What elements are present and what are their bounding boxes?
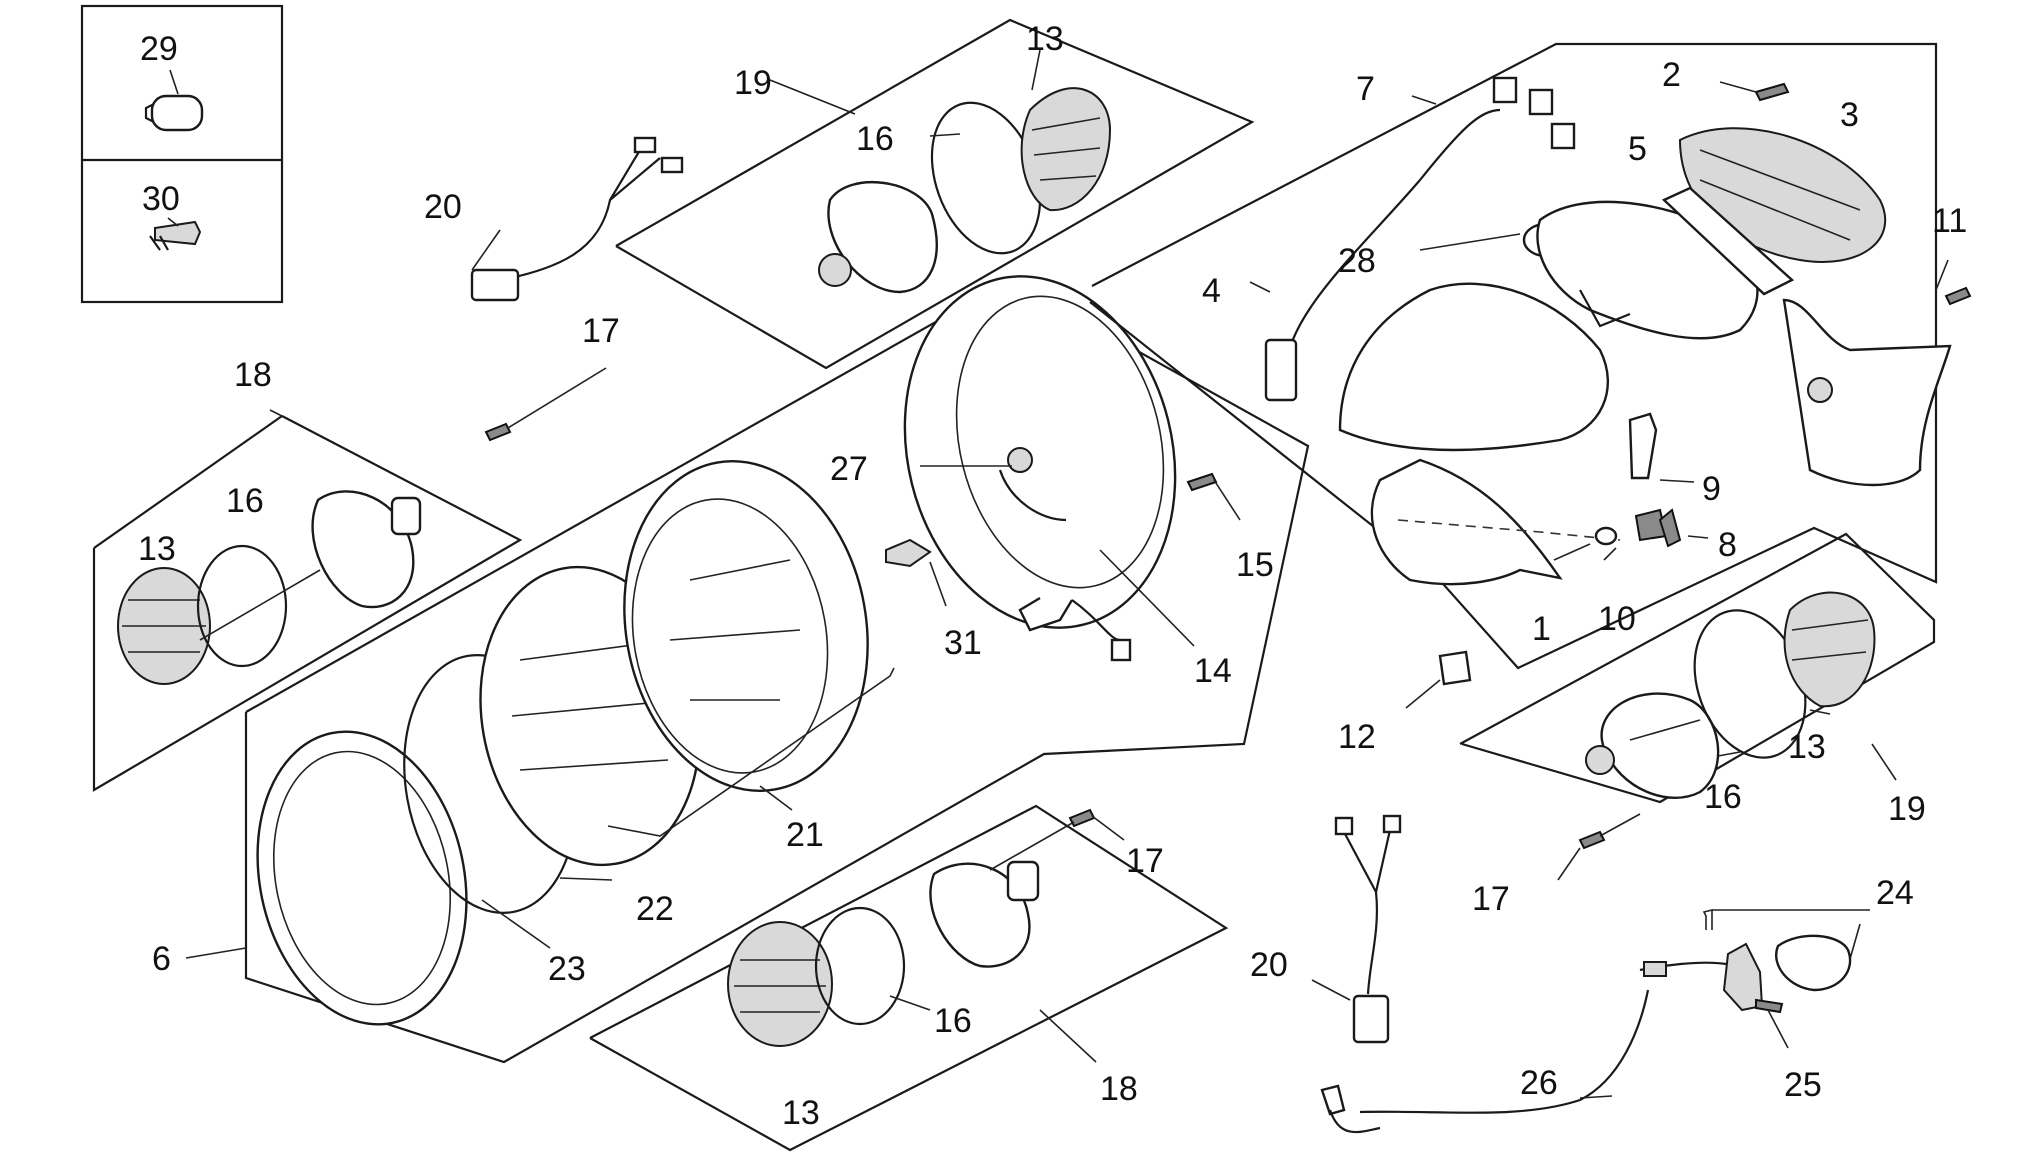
connector-plug-icon [1264,338,1298,402]
screw-icon [1068,808,1096,828]
callout-28: 28 [1338,242,1376,280]
callout-11: 11 [1932,202,1967,240]
rear-indicator-group-upper [470,18,1255,370]
indicator-housing-icon [929,862,1031,968]
connector-plug-icon [1352,994,1390,1044]
callout-31: 31 [944,624,982,662]
callout-16: 16 [934,1002,972,1040]
callout-16: 16 [226,482,264,520]
callout-12: 12 [1338,718,1376,756]
callout-13: 13 [1788,728,1826,766]
headlamp-reflector-icon [623,459,869,793]
callout-17: 17 [1472,880,1510,918]
callout-22: 22 [636,890,674,928]
callout-10: 10 [1598,600,1636,638]
indicator-lens-icon [727,921,833,1047]
callout-30: 30 [142,180,180,218]
callout-17: 17 [1126,842,1164,880]
callout-6: 6 [152,940,171,978]
washer-icon [1594,526,1618,546]
callout-1: 1 [1532,610,1551,648]
mount-bracket-icon [1782,298,1952,487]
callout-29: 29 [140,30,178,68]
license-light-icon [1775,934,1852,992]
halogen-bulb-icon [885,538,932,568]
callout-21: 21 [786,816,824,854]
screw-icon [1755,998,1784,1014]
headlamp-bezel-icon [256,730,468,1026]
screw-icon [1578,830,1606,850]
seal-ring-icon [814,906,906,1026]
headlamp-shell-icon [903,275,1177,629]
front-indicator-group-left [92,367,607,792]
callout-15: 15 [1236,546,1274,584]
callout-5: 5 [1628,130,1647,168]
rear-indicator-group-right [1459,532,1936,881]
bulb-30-icon [154,220,202,246]
bulb-29-icon [150,94,204,132]
connector-plug-icon [470,268,520,302]
callout-16: 16 [1704,778,1742,816]
grommet-icon [1438,650,1472,686]
screw-icon [484,422,512,442]
tail-light-assembly [1089,42,1972,709]
callout-9: 9 [1702,470,1721,508]
callout-25: 25 [1784,1066,1822,1104]
front-indicator-group-lower [589,804,1229,1152]
indicator-housing-icon [311,490,415,609]
screw-icon [1186,472,1218,492]
callout-24: 24 [1876,874,1914,912]
license-plate-light-group [1311,814,1870,1134]
callout-13: 13 [1026,20,1064,58]
indicator-housing-icon [1600,692,1720,799]
headlamp-assembly [185,275,1310,1064]
screw-icon [1944,286,1972,306]
callout-17: 17 [582,312,620,350]
callout-4: 4 [1202,272,1221,310]
callout-13: 13 [782,1094,820,1132]
indicator-lens-icon [1783,591,1876,708]
callout-7: 7 [1356,70,1375,108]
callout-2: 2 [1662,56,1681,94]
callout-3: 3 [1840,96,1859,134]
callout-8: 8 [1718,526,1737,564]
callout-23: 23 [548,950,586,988]
callout-20: 20 [1250,946,1288,984]
callout-14: 14 [1194,652,1232,690]
callout-18: 18 [234,356,272,394]
bulb-inset-box [80,4,284,304]
callout-13: 13 [138,530,176,568]
callout-27: 27 [830,450,868,488]
callout-19: 19 [734,64,772,102]
callout-19: 19 [1888,790,1926,828]
callout-26: 26 [1520,1064,1558,1102]
callout-16: 16 [856,120,894,158]
seal-ring-icon [196,544,288,668]
bolt-icon [1628,412,1658,480]
callout-labels: 29 30 19 13 16 20 17 18 16 13 27 31 15 1… [138,20,1967,1132]
callout-20: 20 [424,188,462,226]
callout-18: 18 [1100,1070,1138,1108]
fender-icon [1338,282,1610,452]
screw-icon [1754,82,1790,102]
